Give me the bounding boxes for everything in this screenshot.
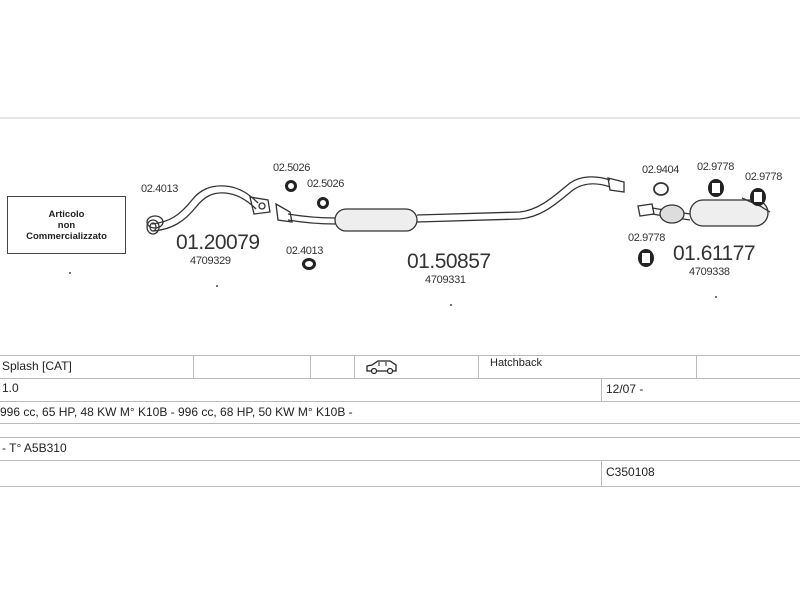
clamp-label: 02.9404 [642, 164, 679, 176]
center-muffler-part [275, 176, 625, 232]
date-cell: 12/07 - [606, 382, 644, 396]
ref-code-cell: C350108 [606, 465, 655, 479]
table-divider [601, 460, 602, 486]
marker-dot [450, 304, 452, 306]
hanger-a-label: 02.9778 [697, 161, 734, 173]
table-rule [0, 486, 800, 487]
hanger-a-part [708, 179, 724, 197]
table-divider [601, 378, 602, 401]
rear-muffler-oem: 4709338 [689, 266, 730, 278]
not-marketed-line-3: Commercializzato [26, 230, 107, 242]
model-cell: Splash [CAT] [2, 359, 72, 373]
table-rule [0, 401, 800, 402]
specs-cell: 996 cc, 65 HP, 48 KW M° K10B - 996 cc, 6… [0, 405, 353, 419]
not-marketed-line-2: non [57, 219, 76, 231]
gasket-mid-part [302, 258, 316, 270]
car-icon [366, 360, 397, 375]
gasket-mid-label: 02.4013 [286, 245, 323, 257]
center-muffler-number: 01.50857 [407, 250, 491, 273]
center-muffler-oem: 4709331 [425, 274, 466, 286]
table-divider [354, 355, 355, 378]
marker-dot [216, 285, 218, 287]
engine-cell: 1.0 [2, 381, 19, 395]
gasket-front-label: 02.4013 [141, 183, 178, 195]
marker-dot [715, 296, 717, 298]
ring-a-part [285, 180, 297, 192]
body-type-cell: Hatchback [490, 357, 542, 369]
table-divider [478, 355, 479, 378]
table-divider [310, 355, 311, 378]
front-pipe-number: 01.20079 [176, 231, 260, 254]
not-marketed-line-1: Articolo [48, 208, 85, 220]
hanger-b-part [750, 188, 766, 206]
rear-muffler-number: 01.61177 [673, 242, 756, 265]
table-divider [696, 355, 697, 378]
ring-b-part [317, 197, 329, 209]
table-rule [0, 378, 800, 379]
table-divider [193, 355, 194, 378]
hanger-b-label: 02.9778 [745, 171, 782, 183]
hanger-c-label: 02.9778 [628, 232, 665, 244]
front-pipe-oem: 4709329 [190, 255, 231, 267]
gasket-front-part [146, 215, 164, 229]
table-rule [0, 437, 800, 438]
hanger-c-part [638, 249, 654, 267]
marker-dot [69, 272, 71, 274]
rear-muffler-part [637, 197, 771, 227]
table-rule [0, 355, 800, 356]
clamp-part [653, 182, 669, 196]
type-code-cell: - T° A5B310 [2, 441, 67, 455]
table-rule [0, 460, 800, 461]
ring-b-label: 02.5026 [307, 178, 344, 190]
not-marketed-box: Articolo non Commercializzato [7, 196, 126, 254]
ring-a-label: 02.5026 [273, 162, 310, 174]
table-rule [0, 423, 800, 424]
